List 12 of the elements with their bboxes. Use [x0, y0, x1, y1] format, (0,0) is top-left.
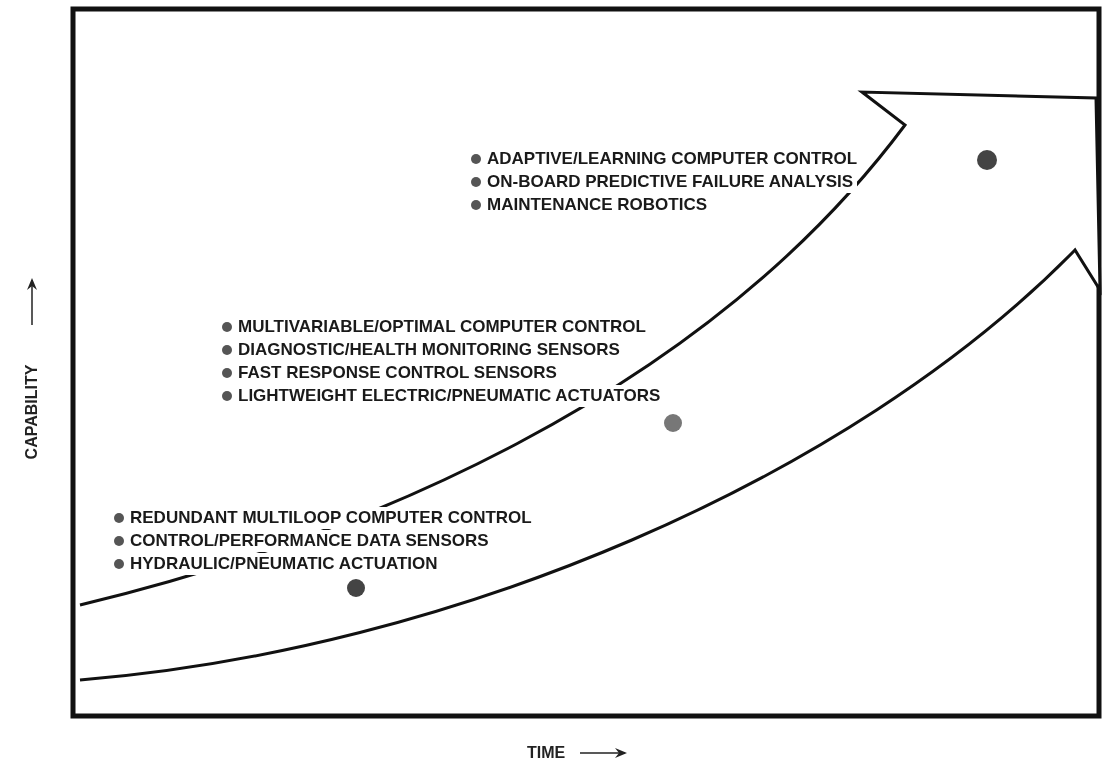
capability-item: CONTROL/PERFORMANCE DATA SENSORS — [130, 531, 489, 550]
capability-item: ON-BOARD PREDICTIVE FAILURE ANALYSIS — [487, 172, 854, 191]
capability-item: MAINTENANCE ROBOTICS — [487, 195, 708, 214]
capability-item: DIAGNOSTIC/HEALTH MONITORING SENSORS — [238, 340, 620, 359]
axis-label: TIME — [527, 744, 566, 762]
capability-item: MULTIVARIABLE/OPTIMAL COMPUTER CONTROL — [238, 317, 646, 336]
capability-item: HYDRAULIC/PNEUMATIC ACTUATION — [130, 554, 438, 573]
axis-label: CAPABILITY — [23, 364, 41, 460]
capability-item: FAST RESPONSE CONTROL SENSORS — [238, 363, 557, 382]
capability-item: REDUNDANT MULTILOOP COMPUTER CONTROL — [130, 508, 532, 527]
capability-item: LIGHTWEIGHT ELECTRIC/PNEUMATIC ACTUATORS — [238, 386, 661, 405]
capability-item: ADAPTIVE/LEARNING COMPUTER CONTROL — [487, 149, 858, 168]
